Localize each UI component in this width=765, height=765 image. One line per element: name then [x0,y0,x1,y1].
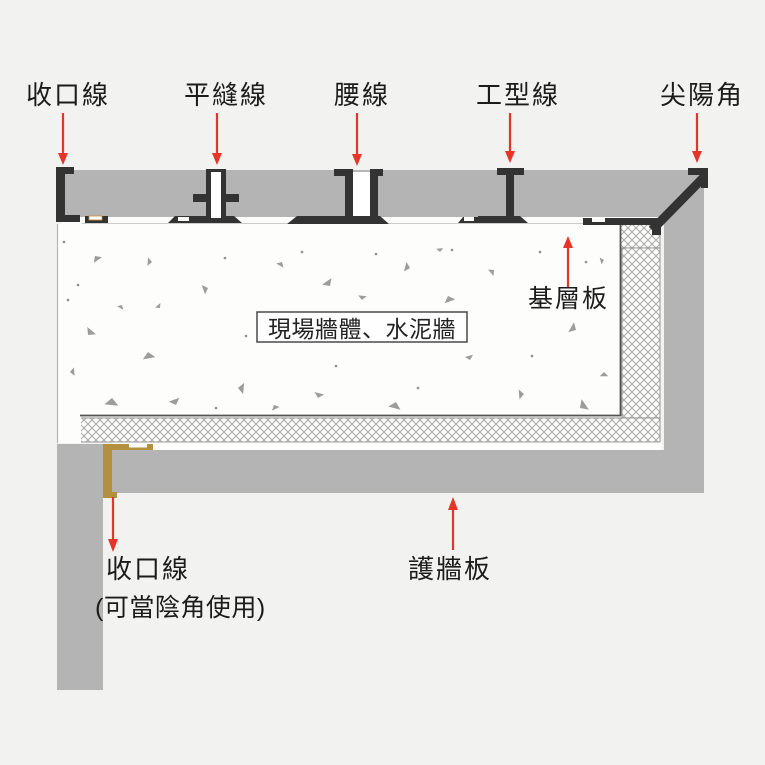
end-cap-profile [56,167,80,222]
arrow-closure-bottom [108,497,118,552]
arrow-i-type [505,113,515,163]
label-flat-seam-line: 平縫線 [184,80,269,110]
gold-trim-profile [103,444,153,498]
label-closure-line-bottom: 收口線 [106,554,191,584]
arrow-base-layer [563,236,573,287]
top-panel-band [62,170,704,217]
profiles [56,167,709,235]
gap-strip-bottom [112,442,662,450]
label-waist-line: 腰線 [334,80,391,110]
arrow-wall-panel [448,497,458,550]
label-base-layer: 基層板 [528,285,610,313]
base-layer-right [621,247,661,419]
label-wall-panel: 護牆板 [408,554,493,584]
wall-panels [57,170,704,690]
flat-seam-profile [168,169,242,223]
arrow-closure-top [58,113,68,165]
arrow-sharp-corner [692,113,702,163]
label-closure-line-top: 收口線 [26,80,111,110]
mounting-clip-left [85,215,108,223]
end-clip-bar [583,218,661,225]
waist-line-profile [287,169,389,224]
label-i-type-line: 工型線 [476,80,561,110]
sharp-corner-profile [648,168,709,235]
pointer-arrows [58,113,702,552]
left-panel-strip [57,444,103,690]
site-wall-label-box [256,311,468,343]
arrow-flat-seam [212,113,222,165]
label-closure-note: (可當陰角使用) [95,594,266,622]
i-type-profile [458,168,528,223]
arrow-waist [352,113,362,166]
right-panel-strip [664,170,704,493]
label-sharp-corner: 尖陽角 [660,80,745,110]
base-layer-bottom [79,417,661,443]
bottom-panel-band [112,450,704,493]
label-site-wall: 現場牆體、水泥牆 [268,316,456,342]
concrete-specks [62,240,609,411]
